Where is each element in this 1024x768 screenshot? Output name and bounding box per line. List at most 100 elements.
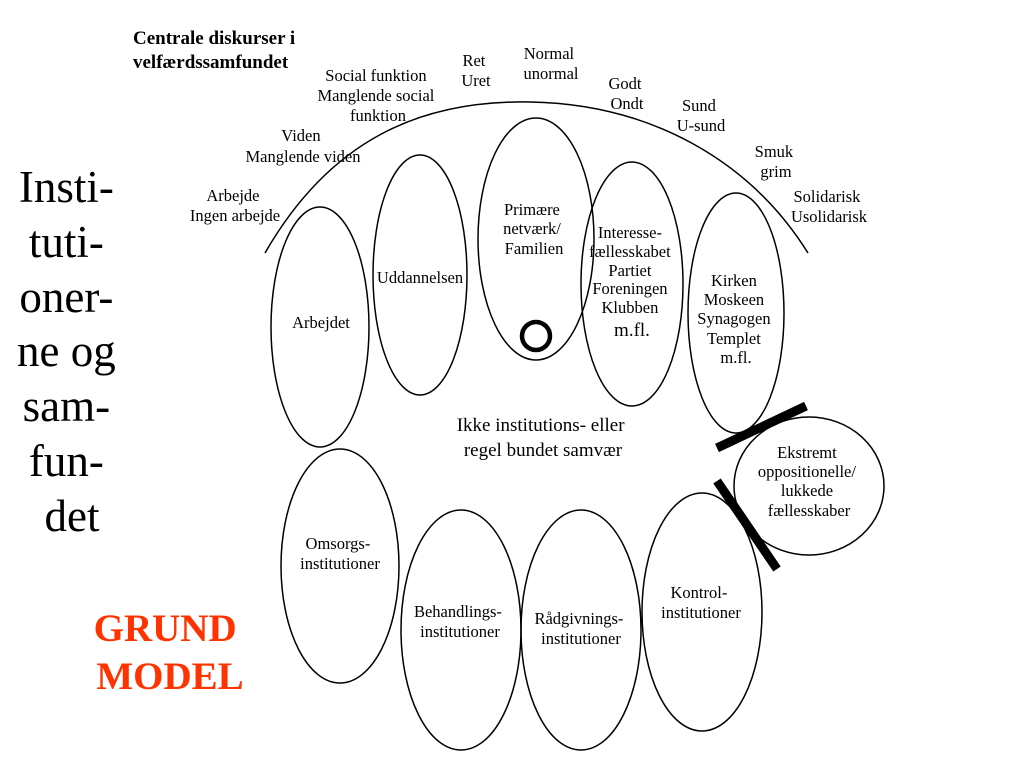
discourse-label-sund: Sund U-sund xyxy=(677,96,726,135)
institution-uddannelsen: Uddannelsen xyxy=(372,154,468,396)
discourse-line: Manglende social xyxy=(318,86,435,105)
institution-ellipse xyxy=(477,117,595,361)
institution-raadgivnings: Rådgivnings- institutioner xyxy=(520,509,642,751)
discourse-line: Social funktion xyxy=(325,66,426,85)
discourse-line: Ondt xyxy=(611,94,644,113)
side-title-line: sam- xyxy=(23,381,110,431)
discourse-line: unormal xyxy=(524,64,579,83)
institution-label-line: institutioner xyxy=(420,622,500,641)
institution-label-line: Primære xyxy=(504,200,560,219)
side-title: Insti- tuti- oner- ne og sam- fun- det xyxy=(17,162,127,541)
discourse-label-solidarisk: Solidarisk Usolidarisk xyxy=(791,187,868,226)
model-label: GRUND MODEL xyxy=(94,607,247,698)
institution-label: Rådgivnings- institutioner xyxy=(534,609,627,648)
institution-label-line: Arbejdet xyxy=(292,313,350,332)
discourse-line: Ret xyxy=(462,51,485,70)
discourse-line: Normal xyxy=(524,44,575,63)
discourse-line: Smuk xyxy=(755,142,794,161)
institution-ellipse xyxy=(641,492,763,732)
institution-label: Interesse- fællesskabet Partiet Forening… xyxy=(589,223,675,341)
discourse-label-social-funktion: Social funktion Manglende social funktio… xyxy=(318,66,439,125)
side-title-line: det xyxy=(45,491,100,541)
institution-label-line: Familien xyxy=(505,239,564,258)
discourse-line: U-sund xyxy=(677,116,726,135)
institution-label-line: Foreningen xyxy=(592,279,667,298)
extreme-group-line: oppositionelle/ xyxy=(758,462,856,481)
circle-marker xyxy=(519,319,553,353)
discourse-label-smuk: Smuk grim xyxy=(755,142,798,181)
institution-label-line: Partiet xyxy=(608,261,651,280)
discourse-line: Usolidarisk xyxy=(791,207,868,226)
side-title-line: tuti- xyxy=(29,217,104,267)
institution-label: Kontrol- institutioner xyxy=(661,583,741,622)
institution-primaere-netvaerk: Primære netværk/ Familien xyxy=(477,117,595,361)
discourse-line: Manglende viden xyxy=(245,147,360,166)
discourse-line: grim xyxy=(760,162,791,181)
center-text-line: regel bundet samvær xyxy=(464,440,623,461)
institution-ellipse xyxy=(270,206,370,448)
discourse-label-ret: Ret Uret xyxy=(461,51,491,90)
discourse-labels: Arbejde Ingen arbejde Viden Manglende vi… xyxy=(190,44,868,226)
side-title-line: ne og xyxy=(17,326,116,376)
center-text-line: Ikke institutions- eller xyxy=(457,415,625,436)
discourse-arc xyxy=(264,101,809,254)
institution-ellipse xyxy=(280,448,400,684)
institution-label-line: Rådgivnings- xyxy=(534,609,623,628)
institution-label: Behandlings- institutioner xyxy=(414,602,506,641)
institution-behandlings: Behandlings- institutioner xyxy=(400,509,522,751)
institution-ellipse xyxy=(372,154,468,396)
extreme-group-line: Ekstremt xyxy=(777,443,837,462)
institution-omsorgs: Omsorgs- institutioner xyxy=(280,448,400,684)
discourse-line: Ingen arbejde xyxy=(190,206,280,225)
discourse-line: Uret xyxy=(461,71,491,90)
institution-arbejdet: Arbejdet xyxy=(270,206,370,448)
discourse-line: Arbejde xyxy=(206,186,259,205)
side-title-line: oner- xyxy=(19,272,113,322)
institution-interessefaellesskabet: Interesse- fællesskabet Partiet Forening… xyxy=(580,161,684,407)
institution-label-line: institutioner xyxy=(541,629,621,648)
extreme-group: Ekstremt oppositionelle/ lukkede fælless… xyxy=(733,416,885,556)
discourse-line: Godt xyxy=(608,74,641,93)
institution-label-line: Kirken xyxy=(711,271,757,290)
institution-label-line: institutioner xyxy=(300,554,380,573)
institution-label-line: Interesse- xyxy=(598,223,662,242)
institution-kontrol: Kontrol- institutioner xyxy=(641,492,763,732)
institution-label: Arbejdet xyxy=(292,313,350,332)
discourse-line: Viden xyxy=(281,126,320,145)
institution-label-line: netværk/ xyxy=(503,219,561,238)
extreme-group-line: fællesskaber xyxy=(768,501,851,520)
institution-label-line: fællesskabet xyxy=(589,242,671,261)
institution-label-line: Uddannelsen xyxy=(377,268,463,287)
institution-label-line: institutioner xyxy=(661,603,741,622)
model-label-line: GRUND xyxy=(94,607,237,650)
discourse-line: Sund xyxy=(682,96,717,115)
institution-label-line: Kontrol- xyxy=(671,583,728,602)
institution-label: Uddannelsen xyxy=(377,268,463,287)
institution-label-line: m.fl. xyxy=(614,320,650,341)
institution-label-line: m.fl. xyxy=(720,348,751,367)
institution-label-line: Templet xyxy=(707,329,761,348)
institution-label-line: Synagogen xyxy=(697,309,770,328)
institution-label-line: Omsorgs- xyxy=(306,534,371,553)
diagram-heading: Centrale diskurser i velfærdssamfundet xyxy=(133,28,300,73)
institution-label: Primære netværk/ Familien xyxy=(503,200,565,258)
discourse-label-viden: Viden Manglende viden xyxy=(245,126,360,166)
institution-ellipse xyxy=(580,161,684,407)
side-title-line: fun- xyxy=(29,436,104,486)
institution-kirken: Kirken Moskeen Synagogen Templet m.fl. xyxy=(687,192,785,434)
institution-label-line: Klubben xyxy=(602,298,659,317)
institution-label-line: Behandlings- xyxy=(414,602,502,621)
institution-ellipse xyxy=(520,509,642,751)
barrier-line-upper xyxy=(715,401,808,453)
discourse-line: funktion xyxy=(350,106,406,125)
heading-line: velfærdssamfundet xyxy=(133,52,289,73)
institution-ellipse xyxy=(687,192,785,434)
center-text: Ikke institutions- eller regel bundet sa… xyxy=(457,415,630,461)
side-title-line: Insti- xyxy=(19,162,114,212)
discourse-line: Solidarisk xyxy=(793,187,861,206)
discourse-label-godt: Godt Ondt xyxy=(608,74,645,113)
heading-line: Centrale diskurser i xyxy=(133,28,295,49)
discourse-label-normal: Normal unormal xyxy=(524,44,579,83)
extreme-group-ellipse xyxy=(733,416,885,556)
institution-label: Omsorgs- institutioner xyxy=(300,534,380,573)
